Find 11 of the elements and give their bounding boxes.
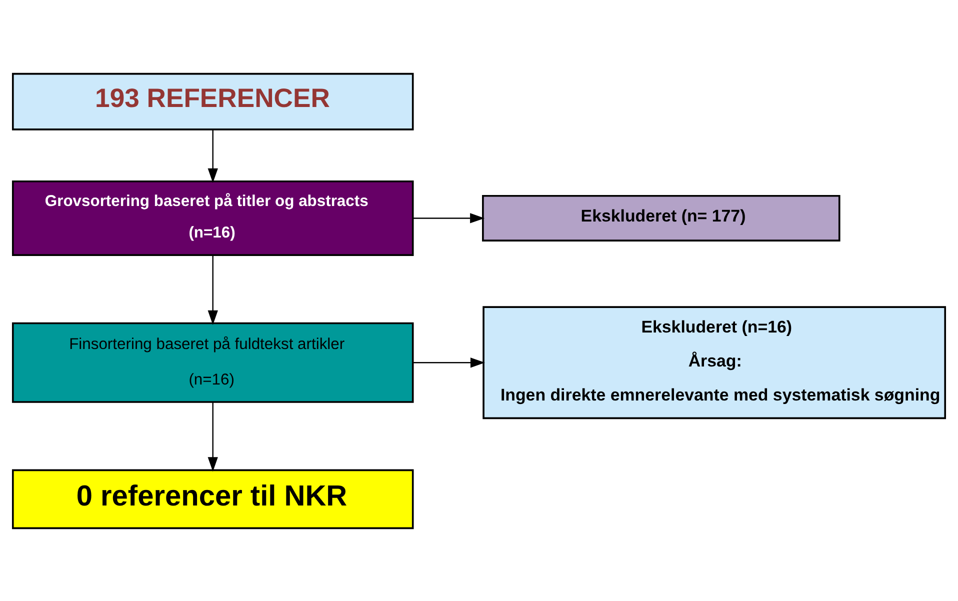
- arrow: [412, 212, 485, 223]
- arrow: [208, 254, 218, 324]
- node-box: Finsortering baseret på fuldtekst artikler (n=16): [12, 322, 414, 402]
- node-box: Grovsortering baseret på titler og abstracts (n=16): [12, 180, 414, 256]
- arrow: [208, 129, 218, 182]
- node-box: 0 referencer til NKR: [12, 468, 414, 529]
- arrow: [208, 402, 218, 472]
- node-box: Ekskluderet (n= 177): [482, 194, 840, 241]
- node-box: Ekskluderet (n=16) Årsag: Ingen direkte emnerelevante med systematisk søgning: [482, 306, 946, 419]
- arrow: [413, 357, 485, 368]
- node-box: 193 REFERENCER: [12, 72, 414, 130]
